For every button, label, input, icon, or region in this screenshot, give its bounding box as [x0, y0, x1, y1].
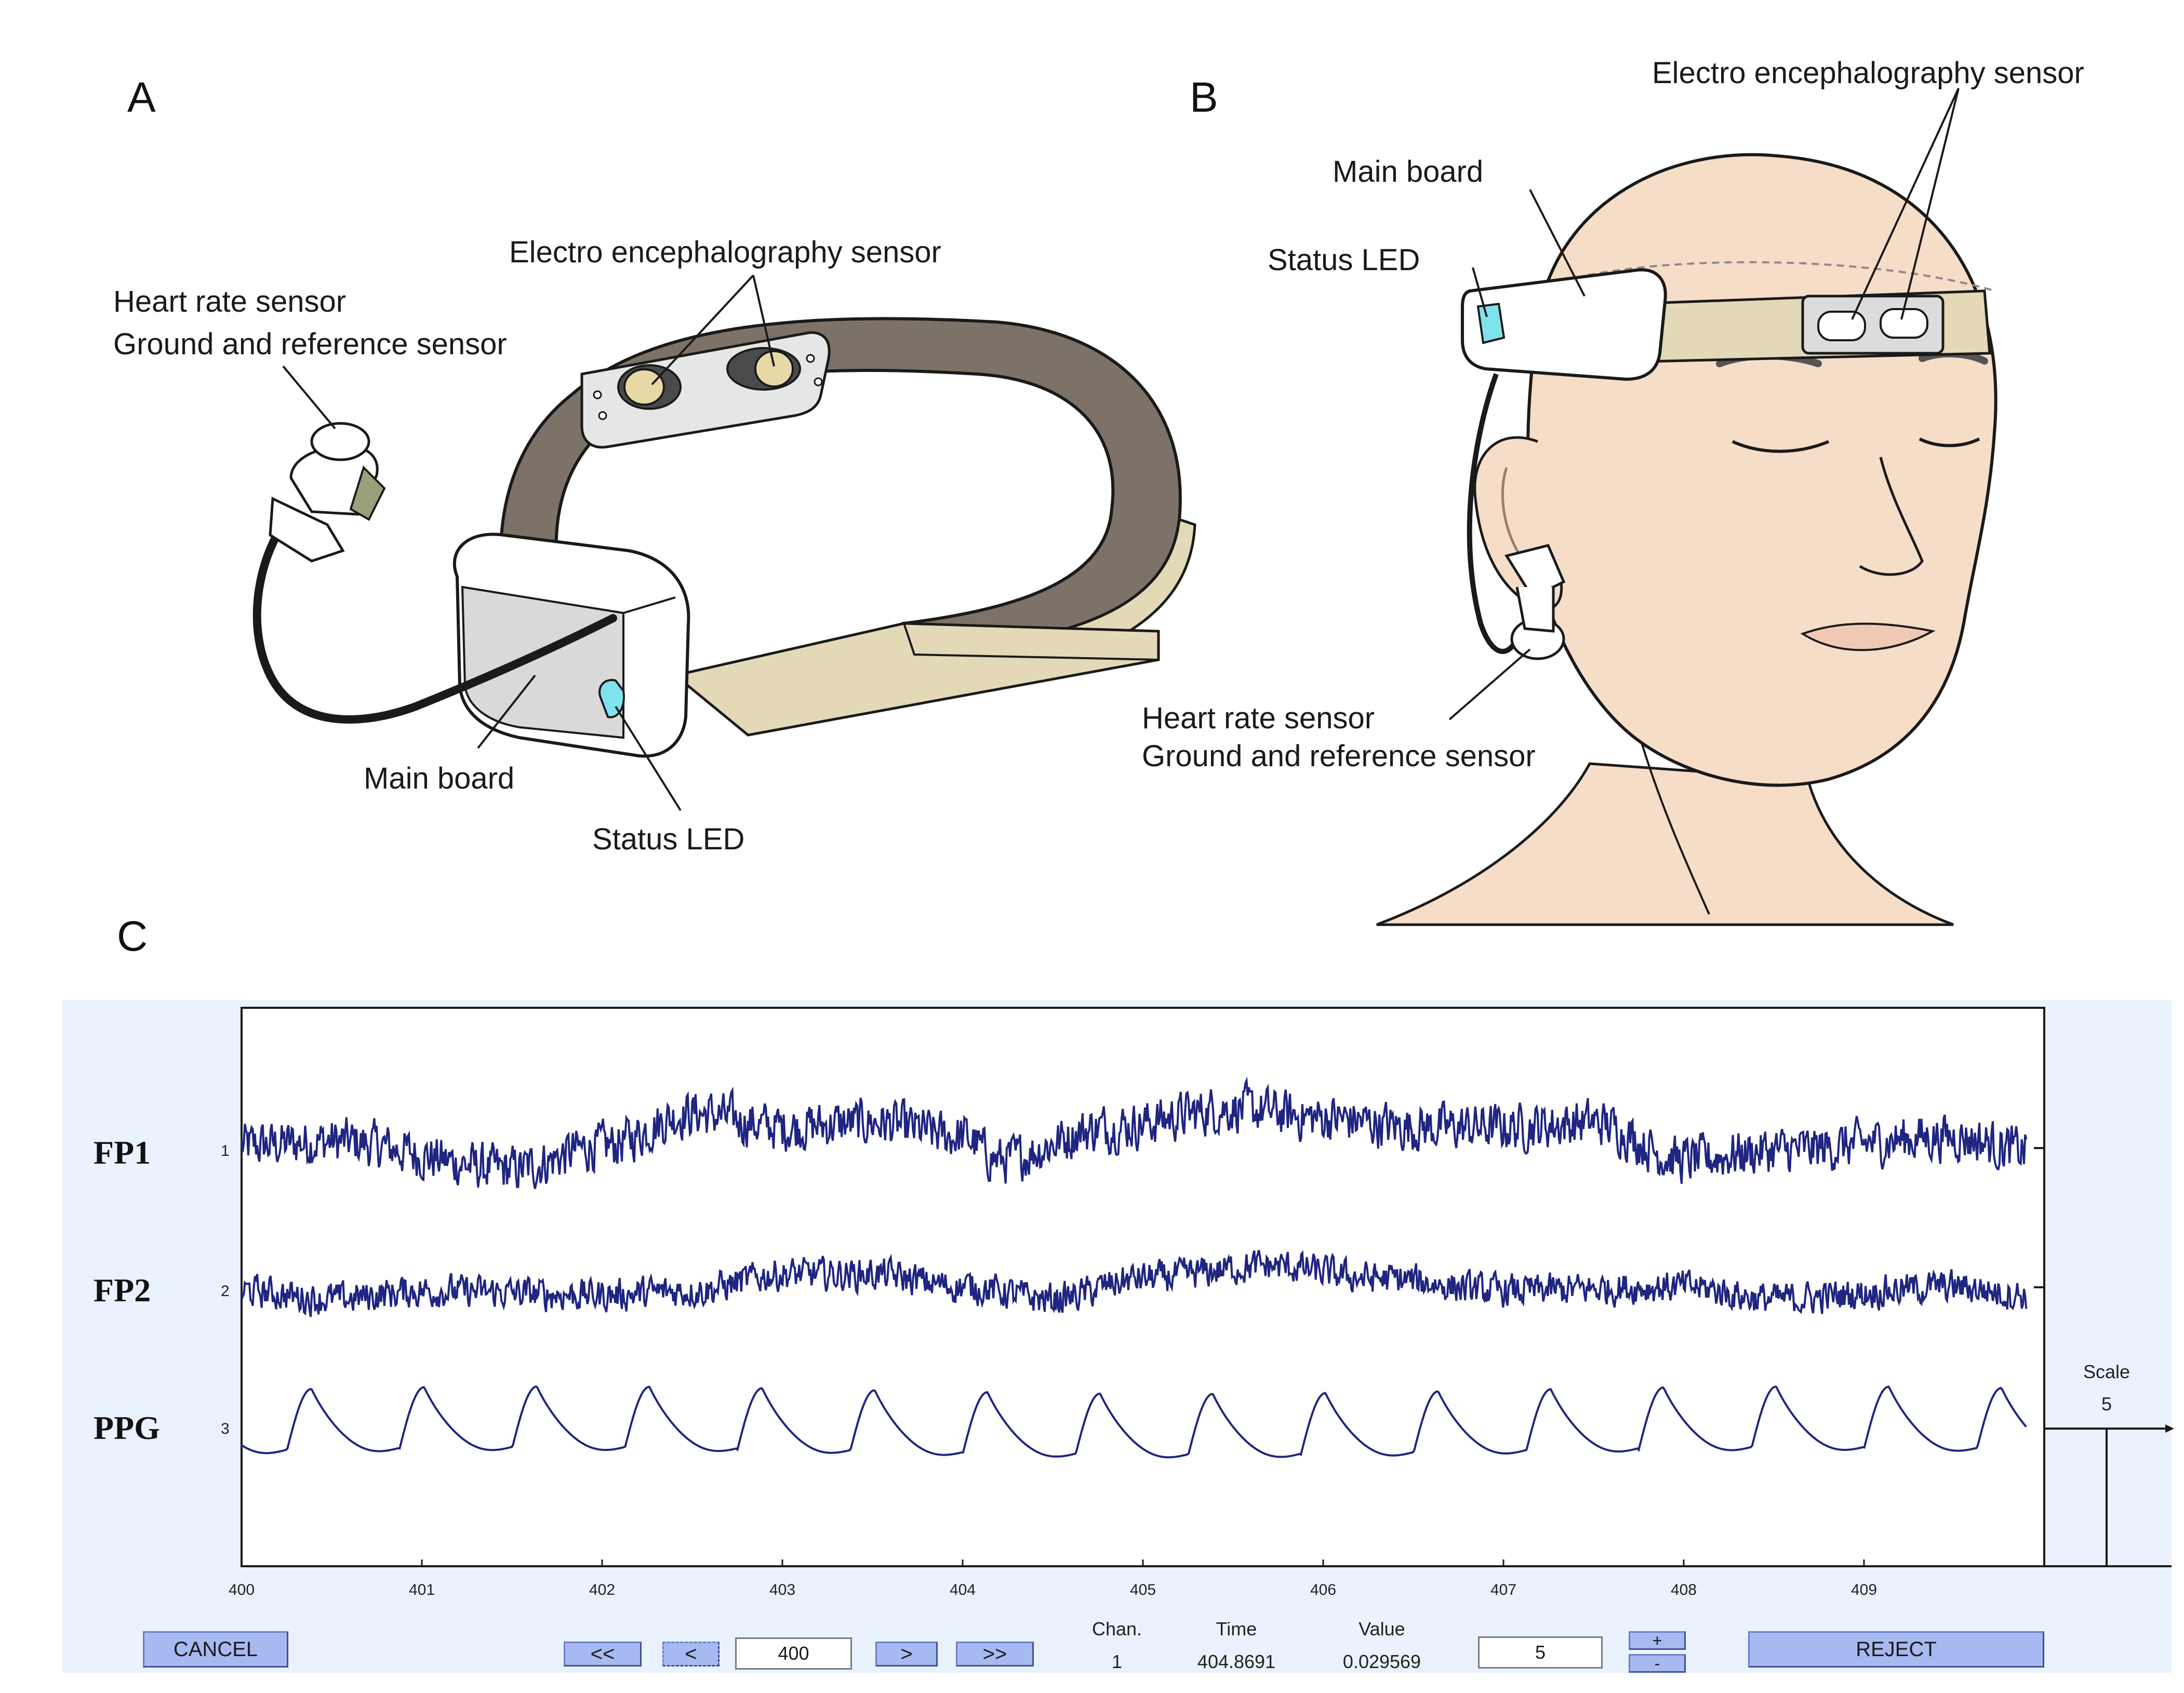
reject-button[interactable]: REJECT — [1748, 1631, 2044, 1668]
status-led-b — [1476, 302, 1506, 344]
previous-page-button[interactable]: < — [662, 1642, 720, 1667]
x-axis-ticks: 400 401 402 403 404 405 406 407 408 409 — [229, 1559, 1877, 1598]
next-page-button[interactable]: > — [875, 1642, 938, 1667]
chan-label: Chan. — [1091, 1618, 1142, 1639]
x-tick-label: 406 — [1310, 1581, 1336, 1598]
trace-fp2 — [241, 1250, 2028, 1317]
trace-fp1 — [241, 1076, 2028, 1189]
x-tick-label: 404 — [950, 1581, 976, 1598]
x-tick-label: 400 — [229, 1581, 255, 1598]
panel-a-letter: A — [127, 74, 156, 121]
main-board-label-b: Main board — [1333, 155, 1483, 189]
x-tick-label: 401 — [409, 1581, 435, 1598]
panel-b: B — [1142, 56, 2084, 926]
hr-sensor-label-a-1: Heart rate sensor — [113, 285, 346, 318]
first-page-button[interactable]: << — [564, 1642, 642, 1667]
headband-on-head — [1461, 268, 1991, 660]
status-led-label-b: Status LED — [1268, 243, 1420, 277]
x-tick-label: 402 — [589, 1581, 615, 1598]
x-tick-label: 408 — [1671, 1581, 1697, 1598]
chan-value: 1 — [1111, 1651, 1123, 1672]
eeg-sensor-label-b: Electro encephalography sensor — [1652, 56, 2084, 90]
signal-plot-area — [241, 1007, 2045, 1567]
main-board-b — [1461, 268, 1667, 381]
scale-decrease-button[interactable]: - — [1629, 1654, 1686, 1673]
channel-index-2: 2 — [221, 1283, 230, 1300]
eeg-sensor-plate-b — [1801, 295, 1945, 355]
heart-rate-clip-a — [252, 422, 617, 724]
panel-b-letter: B — [1190, 74, 1218, 121]
channel-name-ppg: PPG — [94, 1409, 160, 1446]
scale-value: 5 — [2101, 1393, 2112, 1415]
hr-sensor-label-a-2: Ground and reference sensor — [113, 327, 507, 361]
status-led-label-a: Status LED — [592, 822, 744, 856]
main-board-a — [453, 532, 690, 758]
channel-index-1: 1 — [221, 1142, 230, 1159]
x-tick-label: 405 — [1130, 1581, 1156, 1598]
last-page-button[interactable]: >> — [956, 1642, 1034, 1667]
status-led-a — [598, 679, 625, 718]
ear-clip-b — [1504, 544, 1566, 660]
channel-name-fp1: FP1 — [94, 1134, 151, 1171]
panel-a: A — [113, 74, 1196, 856]
scale-increase-button[interactable]: + — [1629, 1631, 1686, 1650]
leader-lines-a — [282, 274, 775, 811]
value-label: Value — [1359, 1618, 1405, 1639]
x-tick-label: 403 — [769, 1581, 795, 1598]
main-board-label-a: Main board — [364, 762, 514, 795]
cancel-button[interactable]: CANCEL — [143, 1631, 288, 1668]
headband-illustration — [252, 317, 1196, 758]
time-value: 404.8691 — [1197, 1651, 1276, 1672]
x-tick-label: 407 — [1490, 1581, 1516, 1598]
eeg-sensor-label-a: Electro encephalography sensor — [509, 235, 941, 269]
window-start-input[interactable] — [735, 1637, 852, 1670]
channel-name-fp2: FP2 — [94, 1272, 151, 1309]
x-tick-label: 409 — [1851, 1581, 1877, 1598]
time-label: Time — [1216, 1618, 1257, 1639]
scale-input[interactable] — [1478, 1636, 1603, 1669]
panel-c-letter: C — [117, 913, 148, 960]
scale-indicator — [2044, 1424, 2174, 1567]
scale-label: Scale — [2083, 1361, 2130, 1382]
channel-index-3: 3 — [221, 1420, 230, 1437]
value-value: 0.029569 — [1342, 1651, 1421, 1672]
eeg-sensor-plate-a — [580, 331, 831, 449]
trace-ppg — [241, 1385, 2027, 1459]
hr-sensor-label-b-1: Heart rate sensor — [1142, 701, 1375, 735]
hr-sensor-label-b-2: Ground and reference sensor — [1142, 739, 1536, 773]
leader-lines-b — [1448, 88, 1960, 721]
